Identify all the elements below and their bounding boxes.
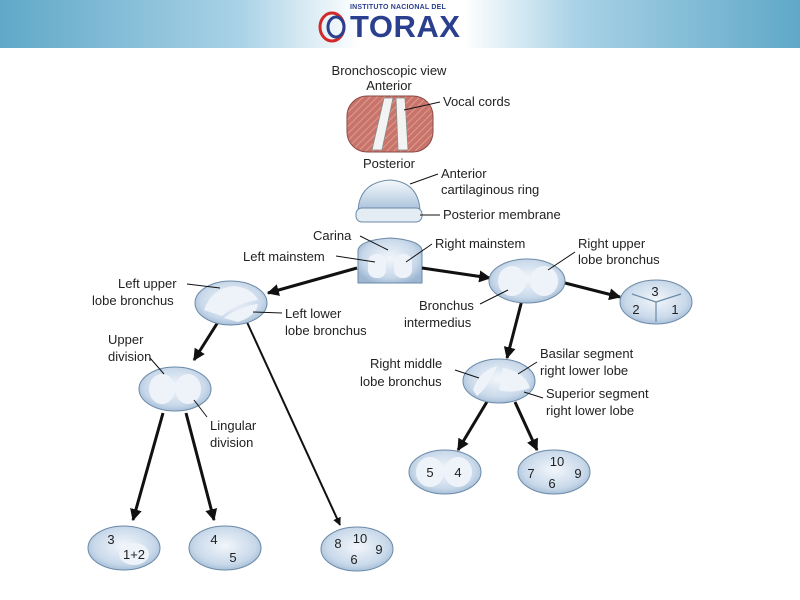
label-upper-division-1: Upper	[108, 332, 144, 347]
label-left-upper-1: Left upper	[118, 276, 177, 291]
label-vocal-cords: Vocal cords	[443, 94, 511, 109]
label-superior-1: Superior segment	[546, 386, 649, 401]
arrow-to-right-middle	[503, 299, 524, 360]
segment-rml-5: 5	[426, 465, 433, 480]
segment-lll-6: 6	[350, 552, 357, 567]
segment-lll-10: 10	[353, 531, 367, 546]
leader-lingular	[193, 399, 208, 418]
leader-upper-division	[149, 357, 165, 375]
leader-left-mainstem	[335, 255, 376, 263]
label-left-lower-2: lobe bronchus	[285, 323, 367, 338]
right-middle-lobe-opening	[473, 366, 497, 396]
leader-bronchus-intermedius	[479, 289, 509, 305]
trachea-cartilaginous-ring	[357, 179, 421, 211]
vocal-cord-right	[395, 97, 409, 151]
lll-segments-node	[320, 526, 394, 572]
rll-segments-node	[517, 449, 591, 495]
right-lower-lobe-opening	[499, 368, 530, 392]
label-anterior: Anterior	[366, 78, 412, 93]
leader-left-lower	[252, 311, 283, 314]
left-lower-lobe-opening	[224, 304, 258, 322]
arrow-to-upper-division	[192, 321, 220, 362]
arrow-to-rul-segments	[564, 281, 622, 301]
segment-ud-3: 3	[107, 532, 114, 547]
leader-right-mainstem	[405, 243, 433, 263]
segment-rll-6: 6	[548, 476, 555, 491]
segment-rll-7: 7	[527, 466, 534, 481]
trachea-posterior-membrane	[355, 207, 423, 223]
label-posterior-membrane: Posterior membrane	[443, 207, 561, 222]
right-upper-lobe-opening	[530, 266, 558, 296]
arrow-to-lll-segments	[245, 319, 341, 526]
label-upper-division-2: division	[108, 349, 151, 364]
rml-segment-5-opening	[416, 457, 444, 487]
bronchus-intermedius-opening	[498, 266, 526, 296]
lingular-segments-node	[188, 525, 262, 571]
leader-left-upper	[186, 283, 221, 289]
arrow-to-upper-div-segments	[130, 412, 165, 522]
segment-ling-4: 4	[210, 532, 217, 547]
rul-divider-l	[631, 293, 657, 303]
leader-right-middle	[454, 369, 480, 379]
segment-rul-1: 1	[671, 302, 678, 317]
rml-segment-4-opening	[444, 457, 472, 487]
label-right-middle-2: lobe bronchus	[360, 374, 442, 389]
label-right-middle-1: Right middle	[370, 356, 442, 371]
lingular-division-opening	[175, 374, 201, 404]
logo-title: TORAX	[350, 9, 461, 44]
label-posterior: Posterior	[363, 156, 416, 171]
arrow-to-rml-segments	[456, 399, 490, 452]
left-mainstem-opening	[368, 254, 386, 278]
leader-basilar	[517, 361, 538, 375]
segment-rll-10: 10	[550, 454, 564, 469]
leader-carina	[359, 235, 389, 251]
arrow-to-lingular-segments	[184, 412, 218, 522]
arrow-to-left-upper	[266, 266, 358, 296]
segment-lll-9: 9	[375, 542, 382, 557]
label-left-upper-2: lobe bronchus	[92, 293, 174, 308]
right-mainstem-opening	[394, 254, 412, 278]
segment-lll-8: 8	[334, 536, 341, 551]
label-right-mainstem: Right mainstem	[435, 236, 525, 251]
label-lingular-1: Lingular	[210, 418, 257, 433]
segment-12-opening	[119, 543, 149, 565]
leader-right-upper	[547, 251, 576, 271]
title-bronchoscopic-view: Bronchoscopic view	[332, 63, 447, 78]
label-superior-2: right lower lobe	[546, 403, 634, 418]
segment-ling-5: 5	[229, 550, 236, 565]
leader-vocal-cords	[403, 101, 441, 111]
segment-rul-2: 2	[632, 302, 639, 317]
segment-rll-9: 9	[574, 466, 581, 481]
arrow-to-rll-segments	[513, 401, 539, 452]
segment-rul-3: 3	[651, 284, 658, 299]
header-band: INSTITUTO NACIONAL DEL TORAX	[0, 0, 800, 48]
arrow-to-right-upper	[421, 266, 492, 283]
logo-subtitle: INSTITUTO NACIONAL DEL	[350, 4, 446, 11]
label-left-mainstem: Left mainstem	[243, 249, 325, 264]
upper-division-opening	[149, 374, 175, 404]
label-basilar-2: right lower lobe	[540, 363, 628, 378]
label-left-lower-1: Left lower	[285, 306, 342, 321]
logo-icon	[318, 11, 346, 43]
segment-rml-4: 4	[454, 465, 461, 480]
rul-divider-r	[655, 293, 682, 303]
vocal-cord-left	[371, 97, 394, 151]
label-lingular-2: division	[210, 435, 253, 450]
label-carina: Carina	[313, 228, 352, 243]
segment-ud-1-2: 1+2	[123, 547, 145, 562]
label-bronchus-intermedius-2: intermedius	[404, 315, 472, 330]
label-anterior-ring-1: Anterior	[441, 166, 487, 181]
label-right-upper-2: lobe bronchus	[578, 252, 660, 267]
label-basilar-1: Basilar segment	[540, 346, 634, 361]
vocal-cords-view	[346, 95, 434, 153]
leader-superior	[523, 391, 544, 399]
left-upper-lobe-opening	[204, 286, 258, 316]
leader-anterior-ring	[409, 173, 439, 185]
label-bronchus-intermedius-1: Bronchus	[419, 298, 474, 313]
label-right-upper-1: Right upper	[578, 236, 646, 251]
label-anterior-ring-2: cartilaginous ring	[441, 182, 539, 197]
